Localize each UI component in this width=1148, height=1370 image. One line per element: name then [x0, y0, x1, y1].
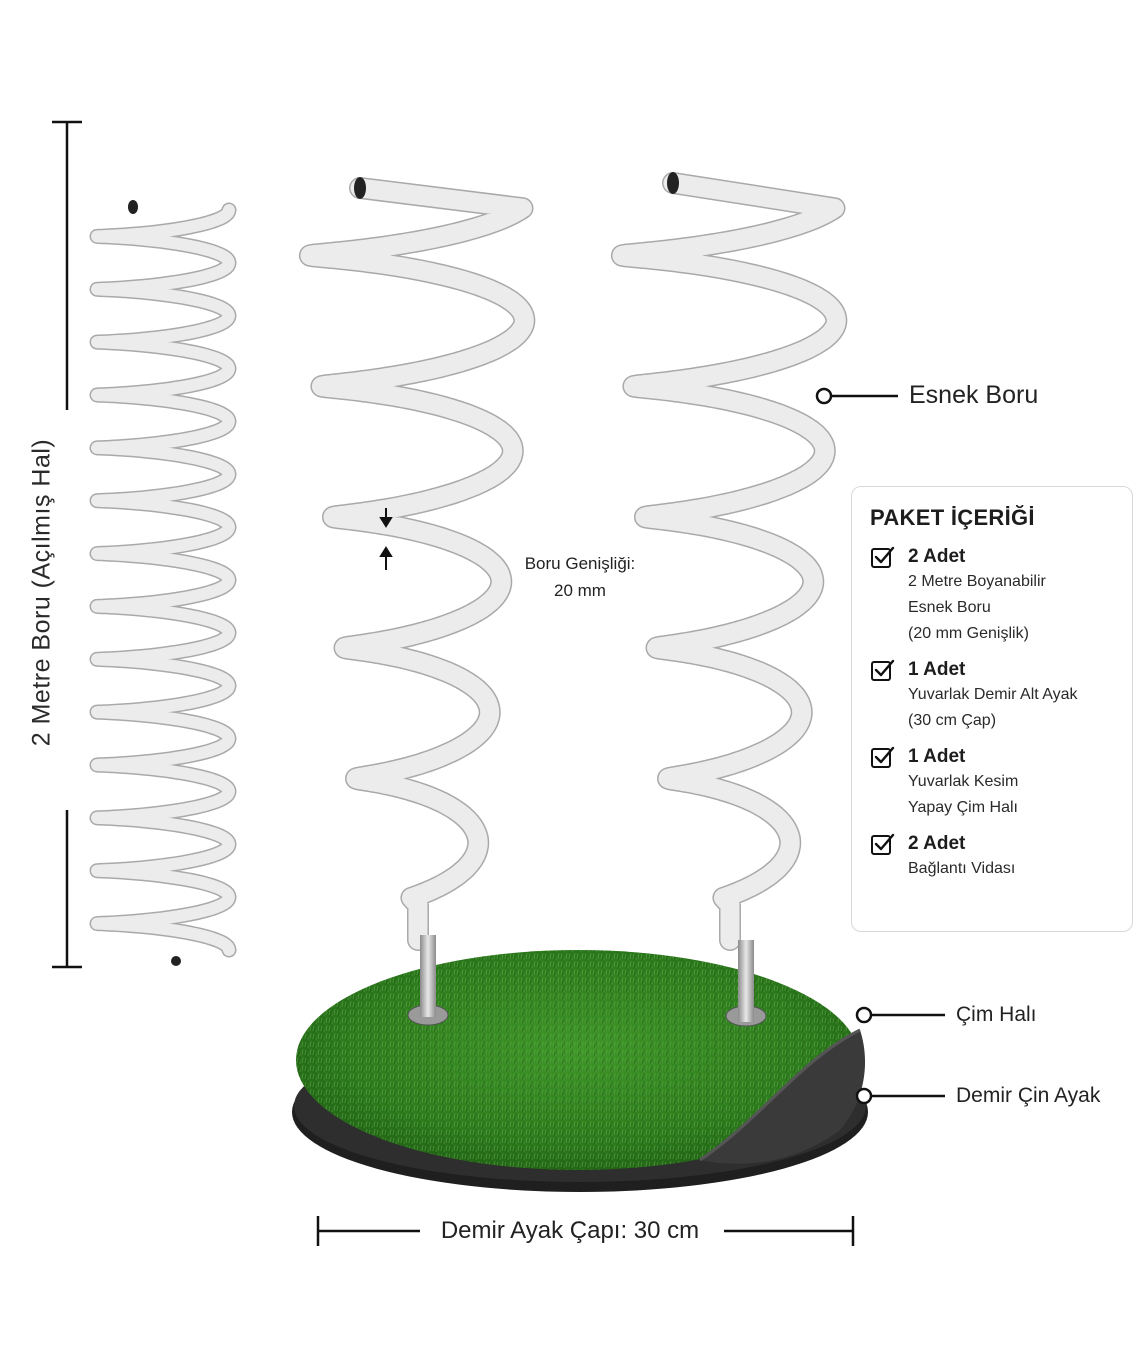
compressed-spring [89, 200, 237, 966]
item-description: Yuvarlak Kesim Yapay Çim Halı [908, 773, 1019, 816]
vertical-dimension-label: 2 Metre Boru (Açılmış Hal) [27, 438, 56, 747]
iron-base-label: Demir Çin Ayak [956, 1084, 1101, 1107]
checkbox-icon [871, 546, 895, 568]
checkbox-icon [871, 746, 895, 768]
package-contents-panel: PAKET İÇERİĞİ 2 Adet 2 Metre Boyanabilir… [851, 486, 1133, 932]
vertical-dimension-gap [40, 410, 94, 810]
package-title: PAKET İÇERİĞİ [870, 505, 1035, 530]
package-item: 1 Adet Yuvarlak Kesim Yapay Çim Halı [870, 745, 1116, 821]
flex-pipe-label: Esnek Boru [909, 381, 1039, 409]
item-description: Bağlantı Vidası [908, 860, 1016, 877]
item-quantity: 2 Adet [908, 833, 966, 854]
pipe-width-label: Boru Genişliği: 20 mm [500, 550, 660, 604]
connection-screw-left [420, 935, 436, 1017]
package-item: 2 Adet Bağlantı Vidası [870, 832, 1116, 882]
callout-lines [815, 387, 945, 1105]
package-item: 2 Adet 2 Metre Boyanabilir Esnek Boru (2… [870, 545, 1116, 647]
item-quantity: 1 Adet [908, 659, 966, 680]
checkbox-icon [871, 659, 895, 681]
item-description: Yuvarlak Demir Alt Ayak (30 cm Çap) [908, 686, 1078, 729]
spiral-pipe-left [298, 177, 536, 951]
bottom-dimension-line [316, 1216, 855, 1246]
item-description: 2 Metre Boyanabilir Esnek Boru (20 mm Ge… [908, 573, 1046, 642]
base-diameter-label: Demir Ayak Çapı: 30 cm [440, 1217, 700, 1244]
spiral-pipe-right [610, 172, 848, 951]
connection-screw-right [738, 940, 754, 1022]
grass-backing-peel [700, 1030, 866, 1164]
checkbox-icon [871, 833, 895, 855]
base-assembly [292, 935, 868, 1192]
item-quantity: 1 Adet [908, 746, 966, 767]
package-item: 1 Adet Yuvarlak Demir Alt Ayak (30 cm Ça… [870, 658, 1116, 734]
pipe-width-value: 20 mm [554, 581, 606, 601]
pipe-width-marker [379, 508, 393, 570]
pipe-width-title: Boru Genişliği: [524, 554, 636, 573]
item-quantity: 2 Adet [908, 546, 966, 567]
grass-mat-label: Çim Halı [956, 1003, 1037, 1026]
